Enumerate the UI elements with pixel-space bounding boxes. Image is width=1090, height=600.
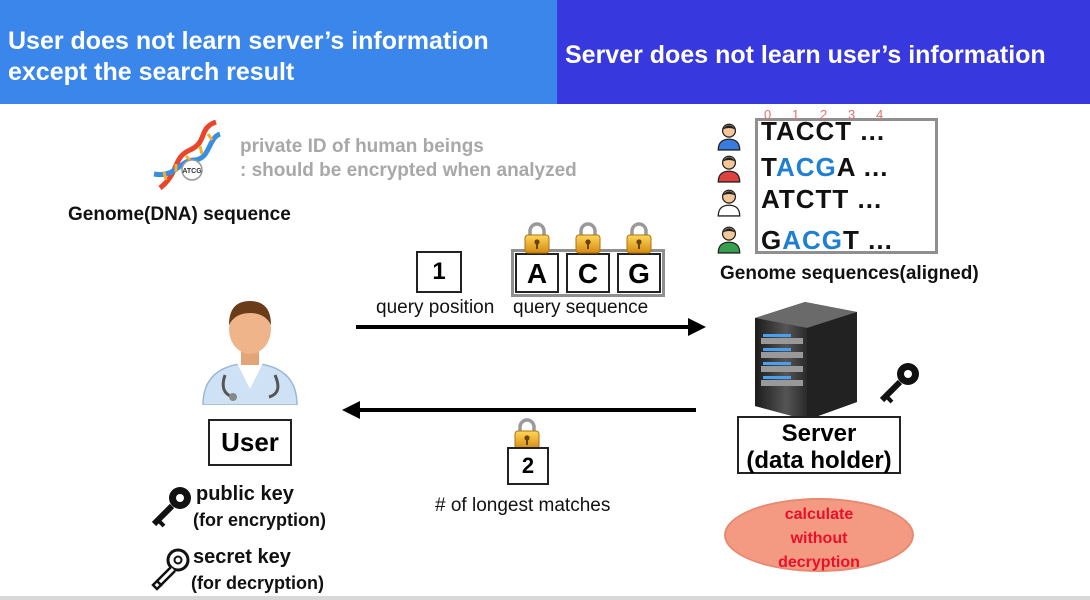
lock-icon-response — [513, 418, 541, 450]
genome-row: GACGT ... — [761, 225, 893, 256]
query-letter-3: G — [617, 253, 661, 293]
header-left-line2: except the search result — [8, 58, 295, 86]
genome-base: A — [836, 152, 856, 182]
genome-base: T — [778, 184, 796, 214]
dna-helix-icon: ATCG — [153, 120, 222, 190]
position-index: 4 — [876, 107, 884, 122]
lock-icon-query-2 — [574, 222, 602, 254]
genome-base: C — [795, 152, 816, 182]
genome-base: C — [802, 225, 822, 255]
user-label-box: User — [208, 419, 292, 466]
calculate-note-text: calculate without decryption — [724, 503, 914, 575]
header-right-banner: Server does not learn user’s information — [557, 0, 1090, 104]
server-label-box: Server (data holder) — [737, 416, 901, 474]
genome-base: G — [761, 225, 783, 255]
genome-base: ... — [852, 116, 886, 146]
genome-row: TACCT ... — [761, 116, 885, 147]
query-position-box: 1 — [416, 251, 462, 293]
genome-base: T — [835, 116, 853, 146]
response-value-box: 2 — [507, 447, 549, 485]
public-key-icon — [151, 487, 191, 528]
calculate-note-ellipse — [724, 498, 914, 572]
position-index: 3 — [848, 107, 856, 122]
response-arrow — [342, 401, 696, 419]
query-arrow — [356, 318, 706, 336]
query-position-label: query position — [376, 297, 495, 318]
genome-base: T — [815, 184, 833, 214]
genome-base: ... — [859, 225, 893, 255]
genome-base: A — [775, 152, 796, 182]
genome-base: ... — [855, 152, 889, 182]
genome-base: C — [815, 116, 836, 146]
dna-title: Genome(DNA) sequence — [68, 204, 291, 225]
secret-key-label: secret key — [193, 546, 291, 568]
public-key-label: public key — [196, 483, 294, 505]
genome-base: A — [761, 184, 779, 214]
genome-base: T — [843, 225, 860, 255]
genome-base: ... — [849, 184, 883, 214]
genome-row: TACGA ... — [761, 152, 888, 183]
dna-icon-label: ATCG — [182, 168, 202, 175]
query-letter-2: C — [566, 253, 610, 293]
calculate-note-line1: calculate — [784, 506, 854, 523]
genome-row: ATCTT ... — [761, 184, 882, 215]
public-key-sublabel: (for encryption) — [193, 510, 326, 530]
genome-base: A — [782, 225, 803, 255]
server-key-icon — [879, 363, 919, 404]
genome-base: T — [761, 152, 776, 182]
genome-base: G — [815, 152, 837, 182]
position-index: 0 — [764, 107, 772, 122]
person-icon-3 — [716, 187, 742, 217]
secret-key-icon — [151, 548, 190, 591]
bottom-divider — [0, 596, 1090, 600]
genome-base: A — [775, 116, 796, 146]
query-letter-1: A — [515, 253, 559, 293]
lock-icon-query-3 — [625, 222, 653, 254]
genome-caption: Genome sequences(aligned) — [720, 263, 979, 284]
header-left-banner: User does not learn server’s information… — [0, 0, 557, 104]
server-label-line1: Server — [781, 420, 857, 447]
header-right-text: Server does not learn user’s information — [565, 41, 1046, 69]
genome-base: C — [795, 184, 816, 214]
server-icon — [755, 302, 857, 420]
calculate-note-line2: without — [790, 530, 848, 547]
dna-note-line1: private ID of human beings — [240, 136, 484, 157]
secret-key-sublabel: (for decryption) — [191, 573, 324, 593]
doctor-user-icon — [202, 301, 298, 405]
response-label: # of longest matches — [435, 495, 611, 516]
genome-base: G — [821, 225, 844, 255]
header-left-line1: User does not learn server’s information — [8, 27, 489, 55]
genome-base: T — [761, 116, 776, 146]
genome-base: T — [832, 184, 850, 214]
dna-note-line2: : should be encrypted when analyzed — [240, 160, 577, 181]
person-icon-4 — [716, 224, 742, 254]
query-sequence-label: query sequence — [513, 297, 649, 318]
position-index: 2 — [820, 107, 828, 122]
genome-base: C — [795, 116, 816, 146]
person-icon-2 — [716, 153, 742, 183]
calculate-note-line3: decryption — [778, 554, 860, 571]
server-label-line2: (data holder) — [746, 447, 892, 474]
genome-sequence-table — [755, 118, 938, 254]
person-icon-1 — [716, 121, 742, 151]
lock-icon-query-1 — [523, 222, 551, 254]
position-index: 1 — [792, 107, 800, 122]
